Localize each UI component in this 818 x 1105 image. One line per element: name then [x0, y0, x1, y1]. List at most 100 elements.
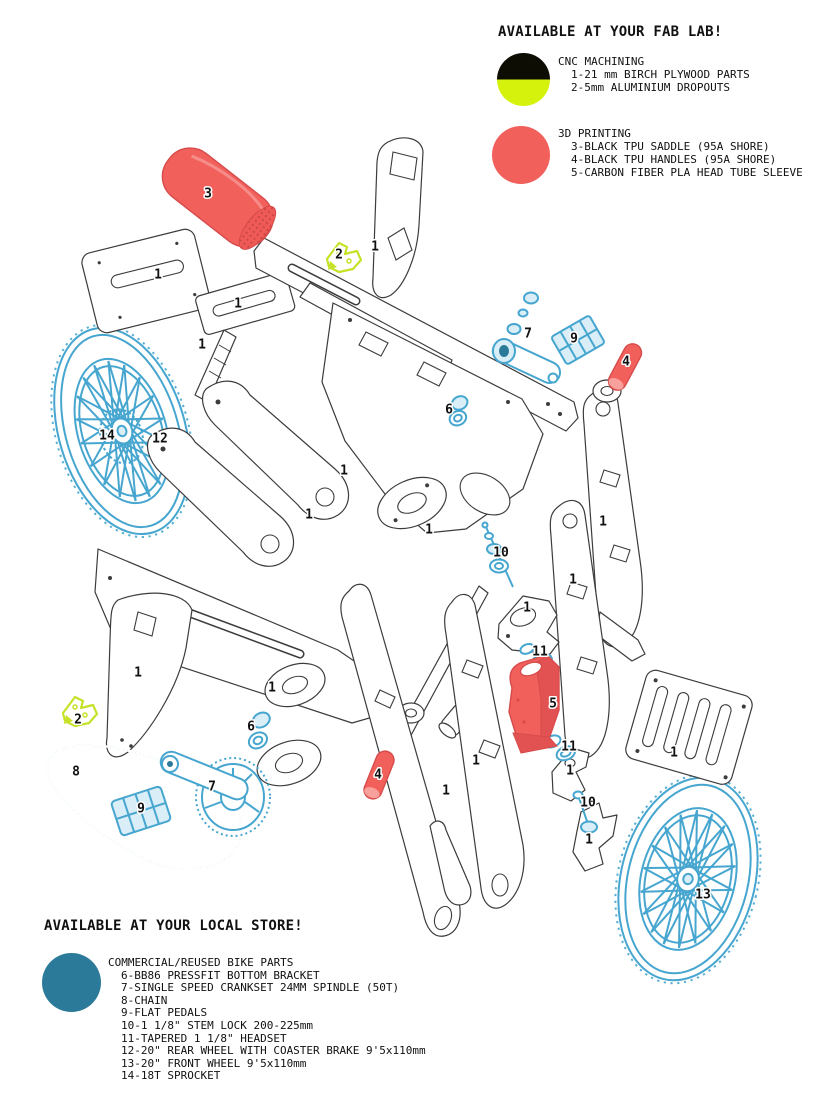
saddle: [161, 147, 277, 250]
part-label-4: 4: [374, 768, 382, 783]
dropout-upper: [325, 241, 363, 274]
seat-plate: [81, 228, 211, 334]
pedal-rear: [110, 785, 172, 837]
part-label-7: 7: [208, 780, 216, 795]
part-label-1: 1: [134, 666, 142, 681]
part-label-1: 1: [340, 464, 348, 479]
part-label-1: 1: [371, 240, 379, 255]
bike-parts-layer: [46, 291, 605, 871]
store-group-header: COMMERCIAL/REUSED BIKE PARTS: [108, 956, 294, 969]
fab-lab-legend-title: AVAILABLE AT YOUR FAB LAB!: [498, 24, 723, 40]
fork-blade-small: [429, 820, 472, 906]
bottom-bracket-rear: [247, 711, 271, 750]
handle-grip-right: [607, 343, 643, 391]
crank-arm-front: [491, 291, 562, 384]
bb-oval-plate-3: [256, 739, 322, 787]
part-label-9: 9: [570, 332, 578, 347]
part-label-8: 8: [72, 765, 80, 780]
part-label-9: 9: [137, 802, 145, 817]
part-label-7: 7: [524, 327, 532, 342]
legend-item-12: 12-20" REAR WHEEL WITH COASTER BRAKE 9'5…: [121, 1044, 426, 1058]
legend-item-4: 4-BLACK TPU HANDLES (95A SHORE): [571, 153, 777, 166]
front-wheel-13: [614, 773, 762, 985]
pedal-front: [551, 315, 605, 365]
seat-clamp-plate: [195, 271, 296, 336]
fork-plank-a: [444, 593, 525, 909]
top-tube-plank: [253, 237, 579, 432]
plywood-parts-layer: [81, 137, 753, 937]
footboard: [625, 669, 753, 785]
head-tube-sleeve: [508, 654, 560, 754]
part-label-6: 6: [445, 403, 453, 418]
chainstay-arm: [202, 380, 350, 520]
part-label-12: 12: [152, 432, 168, 447]
head-bracket-lower: [572, 802, 618, 872]
part-label-11: 11: [532, 645, 548, 660]
part-label-11: 11: [561, 740, 577, 755]
part-label-1: 1: [599, 515, 607, 530]
part-label-1: 1: [234, 297, 242, 312]
part-label-14: 14: [99, 429, 115, 444]
stem-bracket: [497, 595, 560, 655]
part-label-3: 3: [204, 187, 212, 202]
part-label-1: 1: [154, 268, 162, 283]
seat-mast-lower: [105, 592, 193, 758]
part-label-2: 2: [74, 713, 82, 728]
legend-item-5: 5-CARBON FIBER PLA HEAD TUBE SLEEVE: [571, 166, 803, 179]
part-label-1: 1: [569, 573, 577, 588]
seat-tube-plank: [372, 137, 424, 299]
rear-wheel-12: [50, 323, 194, 539]
legend-item-7: 7-SINGLE SPEED CRANKSET 24MM SPINDLE (50…: [121, 981, 400, 995]
legend-item-6: 6-BB86 PRESSFIT BOTTOM BRACKET: [121, 968, 320, 982]
printing-group-header: 3D PRINTING: [558, 127, 631, 140]
stem-lock-upper: [481, 521, 514, 588]
head-bracket-upper: [551, 747, 590, 802]
legend-item-11: 11-TAPERED 1 1/8" HEADSET: [121, 1031, 287, 1045]
legend-item-3: 3-BLACK TPU SADDLE (95A SHORE): [571, 140, 770, 153]
part-label-10: 10: [580, 796, 596, 811]
part-label-13: 13: [695, 888, 711, 903]
commercial-parts-swatch-icon: [42, 953, 101, 1012]
printing-swatch-icon: [492, 126, 550, 184]
stem-lock-lower: [572, 790, 598, 834]
bb-oval-plate: [377, 476, 447, 530]
part-label-1: 1: [305, 508, 313, 523]
chain: [46, 744, 243, 871]
cnc-machining-swatch-icon: [497, 53, 550, 106]
commercial-parts-group: COMMERCIAL/REUSED BIKE PARTS 6-BB86 PRES…: [108, 956, 426, 1083]
printed-parts-layer: [161, 147, 643, 800]
part-label-1: 1: [268, 681, 276, 696]
part-label-4: 4: [622, 355, 630, 370]
legend-item-14: 14-18T SPROCKET: [121, 1069, 221, 1083]
main-frame-panel: [321, 302, 544, 534]
legend-item-13: 13-20" FRONT WHEEL 9'5x110mm: [121, 1056, 307, 1070]
part-label-1: 1: [472, 754, 480, 769]
part-label-6: 6: [247, 720, 255, 735]
part-label-10: 10: [493, 546, 509, 561]
part-label-5: 5: [549, 697, 557, 712]
crankset: [159, 750, 271, 837]
legend-item-2: 2-5mm ALUMINIUM DROPOUTS: [571, 81, 730, 94]
handle-grip-left: [363, 750, 395, 800]
dropout-lower: [61, 695, 99, 728]
cnc-group-header: CNC MACHINING: [558, 55, 645, 68]
part-label-1: 1: [523, 601, 531, 616]
part-label-1: 1: [585, 833, 593, 848]
local-store-legend-title: AVAILABLE AT YOUR LOCAL STORE!: [44, 918, 303, 934]
dropouts-layer: [61, 241, 363, 728]
printing-group: 3D PRINTING 3-BLACK TPU SADDLE (95A SHOR…: [558, 127, 803, 179]
legend-item-1: 1-21 mm BIRCH PLYWOOD PARTS: [571, 68, 750, 81]
bb-oval-plate-2: [264, 662, 326, 708]
cnc-machining-group: CNC MACHINING 1-21 mm BIRCH PLYWOOD PART…: [558, 55, 750, 94]
legend-item-8: 8-CHAIN: [121, 993, 168, 1007]
part-label-1: 1: [198, 338, 206, 353]
legend-item-9: 9-FLAT PEDALS: [121, 1006, 208, 1020]
legend-item-10: 10-1 1/8" STEM LOCK 200-225mm: [121, 1018, 314, 1032]
part-label-1: 1: [566, 764, 574, 779]
part-label-1: 1: [670, 746, 678, 761]
part-label-2: 2: [335, 248, 343, 263]
fork-plank-b: [340, 583, 461, 937]
